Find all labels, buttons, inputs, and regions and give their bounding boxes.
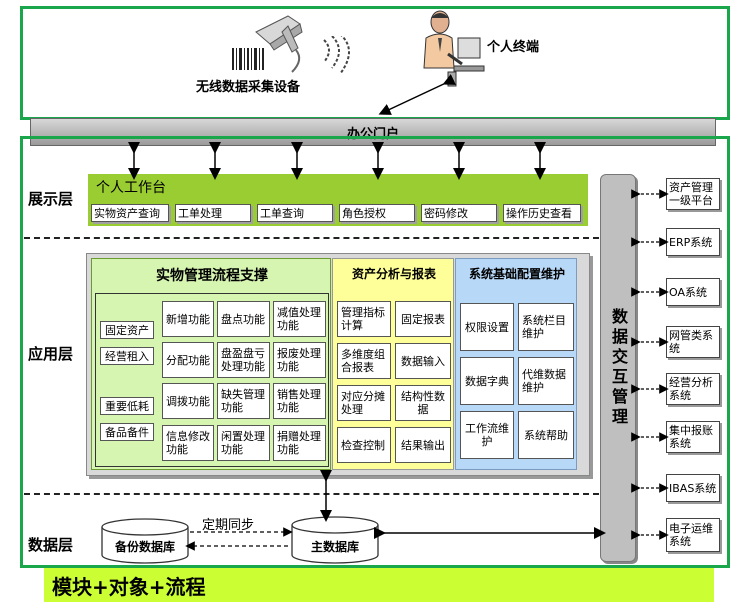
tab-role-authorization[interactable]: 角色授权 xyxy=(339,204,415,222)
top-frame xyxy=(20,6,730,120)
category-fixed-asset[interactable]: 固定资产 xyxy=(100,321,154,339)
external-reimbursement[interactable]: 集中报账系统 xyxy=(666,421,720,453)
function-missing[interactable]: 缺失管理功能 xyxy=(217,383,270,419)
data-layer-label: 数据层 xyxy=(28,536,74,554)
external-erp[interactable]: ERP系统 xyxy=(666,228,720,256)
config-help[interactable]: 系统帮助 xyxy=(518,411,574,459)
analysis-panel: 资产分析与报表 管理指标计算 固定报表 多维度组合报表 数据输入 对应分摊处理 … xyxy=(332,258,454,470)
wireless-waves-icon xyxy=(320,36,360,76)
backup-db-label: 备份数据库 xyxy=(114,540,175,554)
data-exchange-column: 数据交互管理 xyxy=(600,174,636,562)
tab-password-change[interactable]: 密码修改 xyxy=(421,204,497,222)
config-dictionary[interactable]: 数据字典 xyxy=(460,357,514,405)
analysis-indicator-calc[interactable]: 管理指标计算 xyxy=(337,301,391,337)
analysis-multidim-report[interactable]: 多维度组合报表 xyxy=(337,343,391,379)
exchange-label: 数据交互管理 xyxy=(609,308,628,428)
analysis-check-control[interactable]: 检查控制 xyxy=(337,427,391,463)
config-panel: 系统基础配置维护 权限设置 系统栏目维护 数据字典 代维数据维护 工作流维护 系… xyxy=(455,258,577,470)
external-e-ops[interactable]: 电子运维系统 xyxy=(666,518,720,552)
category-spare-parts[interactable]: 备品备件 xyxy=(100,423,154,441)
sync-label: 定期同步 xyxy=(202,518,255,533)
external-network-mgmt[interactable]: 网管类系统 xyxy=(666,326,720,358)
terminal-label: 个人终端 xyxy=(487,40,540,55)
function-info-modify[interactable]: 信息修改功能 xyxy=(162,425,214,461)
config-permission[interactable]: 权限设置 xyxy=(460,303,514,351)
tab-work-order-query[interactable]: 工单查询 xyxy=(257,204,333,222)
device-label: 无线数据采集设备 xyxy=(196,80,301,95)
application-layer-label: 应用层 xyxy=(28,345,74,363)
config-menu-maintain[interactable]: 系统栏目维护 xyxy=(518,303,574,351)
function-idle[interactable]: 闲置处理功能 xyxy=(217,425,270,461)
tab-asset-query[interactable]: 实物资产查询 xyxy=(91,204,169,222)
function-add[interactable]: 新增功能 xyxy=(162,301,214,337)
office-portal-bar: 办公门户 xyxy=(30,118,716,146)
external-asset-platform[interactable]: 资产管理一级平台 xyxy=(666,178,720,210)
config-proxy-data[interactable]: 代维数据维护 xyxy=(518,357,574,405)
analysis-data-input[interactable]: 数据输入 xyxy=(395,343,451,379)
footer-label: 模块+对象+流程 xyxy=(52,574,206,599)
main-database[interactable]: 主数据库 xyxy=(290,516,380,564)
analysis-title: 资产分析与报表 xyxy=(351,267,436,281)
tab-operation-history[interactable]: 操作历史查看 xyxy=(503,204,581,222)
external-ibas[interactable]: IBAS系统 xyxy=(666,474,720,502)
category-low-value[interactable]: 重要低耗 xyxy=(100,397,154,415)
external-business-analysis[interactable]: 经营分析系统 xyxy=(666,373,720,405)
footer-banner: 模块+对象+流程 xyxy=(44,568,714,602)
user-terminal-icon xyxy=(418,8,488,88)
function-scrap[interactable]: 报废处理功能 xyxy=(273,342,326,378)
config-workflow[interactable]: 工作流维护 xyxy=(460,411,514,459)
function-donation[interactable]: 捐赠处理功能 xyxy=(273,425,326,461)
function-impairment[interactable]: 减值处理功能 xyxy=(273,301,326,337)
function-transfer[interactable]: 调拨功能 xyxy=(162,383,214,419)
main-db-label: 主数据库 xyxy=(310,540,359,554)
analysis-allocation[interactable]: 对应分摊处理 xyxy=(337,385,391,421)
database-icon xyxy=(101,518,189,564)
function-allocation[interactable]: 分配功能 xyxy=(162,342,214,378)
analysis-structured-data[interactable]: 结构性数据 xyxy=(395,385,451,421)
process-inner xyxy=(95,293,329,467)
function-inventory[interactable]: 盘点功能 xyxy=(217,301,270,337)
config-title: 系统基础配置维护 xyxy=(468,267,565,281)
category-operating-lease[interactable]: 经营租入 xyxy=(100,347,154,365)
layer-divider-1 xyxy=(24,237,599,239)
database-icon xyxy=(291,516,379,564)
analysis-fixed-report[interactable]: 固定报表 xyxy=(395,301,451,337)
external-oa[interactable]: OA系统 xyxy=(666,278,720,306)
main-frame xyxy=(20,136,730,568)
personal-workbench: 个人工作台 实物资产查询 工单处理 工单查询 角色授权 密码修改 操作历史查看 xyxy=(88,174,588,226)
analysis-result-output[interactable]: 结果输出 xyxy=(395,427,451,463)
backup-database[interactable]: 备份数据库 xyxy=(100,518,190,564)
process-title: 实物管理流程支撑 xyxy=(156,268,268,284)
tab-work-order-process[interactable]: 工单处理 xyxy=(175,204,251,222)
barcode-scanner-icon xyxy=(226,14,326,74)
layer-divider-2 xyxy=(24,493,599,495)
display-layer-label: 展示层 xyxy=(28,190,74,208)
function-sales[interactable]: 销售处理功能 xyxy=(273,383,326,419)
process-panel: 实物管理流程支撑 固定资产 经营租入 重要低耗 备品备件 新增功能 盘点功能 减… xyxy=(91,258,331,470)
function-surplus-deficit[interactable]: 盘盈盘亏处理功能 xyxy=(217,342,270,378)
workbench-title: 个人工作台 xyxy=(96,180,166,196)
